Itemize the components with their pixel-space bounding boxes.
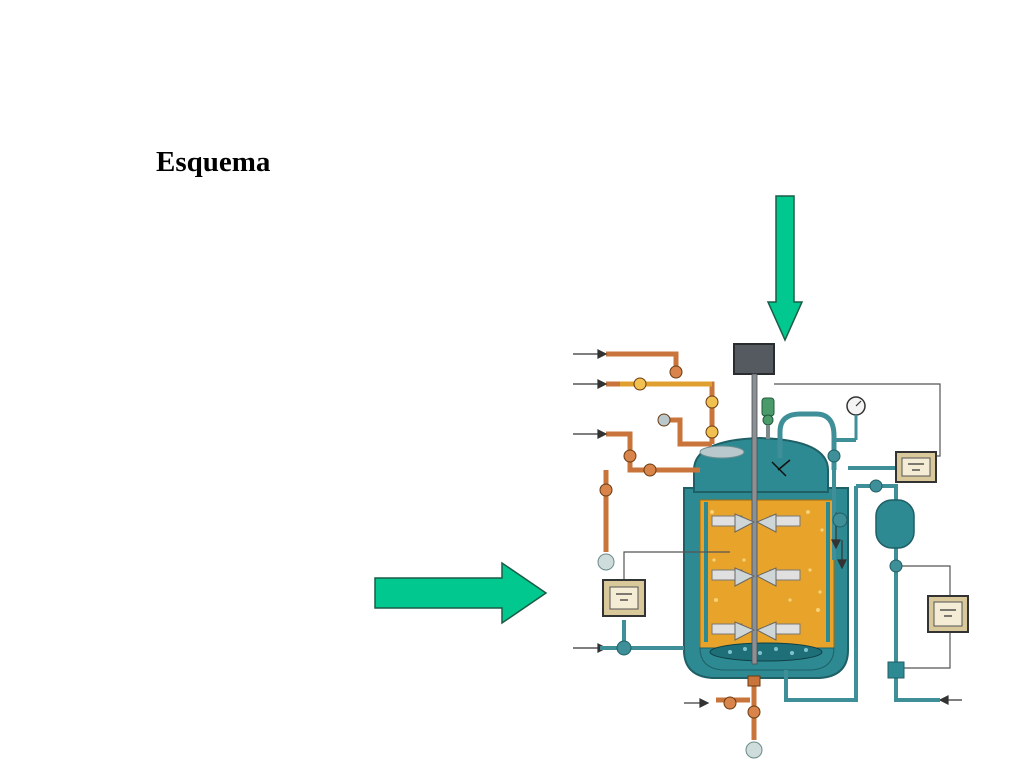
controller-box-left — [602, 579, 646, 617]
sensor-valve-icon — [761, 397, 775, 439]
baffles — [704, 502, 830, 642]
agitator-shaft — [751, 373, 758, 665]
foam-breaker-icon — [771, 459, 791, 477]
signal-lines — [623, 383, 951, 669]
down-arrow-icon — [766, 195, 804, 342]
impeller-middle — [711, 567, 801, 587]
impeller-bottom — [711, 621, 801, 641]
controller-box-right — [927, 595, 969, 633]
controller-box-top-right — [895, 451, 937, 483]
right-arrow-icon — [374, 561, 548, 625]
valve-icons — [599, 365, 761, 719]
pressure-gauge-icon — [846, 396, 866, 440]
impeller-top — [711, 513, 801, 533]
vessel-head — [693, 436, 829, 493]
filter-icons — [597, 553, 763, 759]
separator-tank — [875, 499, 915, 679]
teal-valve-icons — [616, 449, 903, 656]
bottom-outlet — [747, 675, 761, 687]
drain-arrows — [831, 520, 847, 570]
exhaust-loop-pipe — [777, 411, 837, 470]
sparger — [699, 642, 835, 671]
motor-icon — [733, 343, 775, 375]
slide-title: Esquema — [156, 146, 271, 178]
